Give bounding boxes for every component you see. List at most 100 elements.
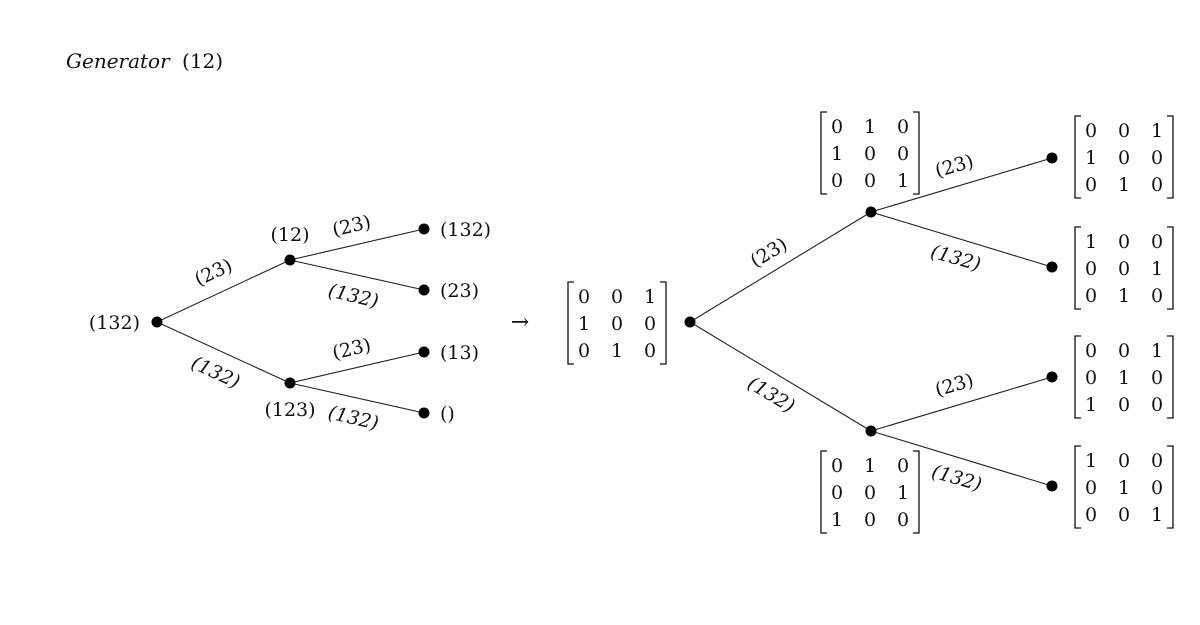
left-edge-label-root-upper: (23) — [191, 254, 236, 290]
matrix-cell: 1 — [1118, 285, 1130, 307]
matrix-cell: 0 — [611, 286, 623, 308]
matrix-cell: 1 — [1118, 477, 1130, 499]
matrix-cell: 0 — [1085, 340, 1097, 362]
left-edge-label-upper-bottom: (132) — [326, 280, 381, 313]
matrix-cell: 0 — [1118, 231, 1130, 253]
matrix-cell: 0 — [644, 313, 656, 335]
header-word: Generator — [66, 49, 171, 73]
left-edge-lower-top — [289, 351, 425, 384]
left-edge-upper-bottom — [289, 259, 425, 291]
right-edge-lower-bottom — [870, 430, 1053, 487]
right-leaf-1 — [1046, 152, 1058, 164]
matrix-cell: 0 — [831, 482, 843, 504]
matrix-cell: 0 — [1118, 147, 1130, 169]
left-tree: (132) (12) (123) (132) (23) (13) () (23)… — [89, 211, 491, 435]
matrix-cell: 0 — [1118, 504, 1130, 526]
matrix-left-bracket — [1074, 445, 1081, 529]
matrix-cell: 0 — [1151, 174, 1163, 196]
right-leaf-3 — [1046, 371, 1058, 383]
left-edge-root-lower — [156, 321, 291, 384]
matrix-cell: 1 — [1118, 174, 1130, 196]
matrix-cell: 0 — [1085, 174, 1097, 196]
left-leaf-2 — [418, 284, 430, 296]
matrix-cell: 0 — [1151, 394, 1163, 416]
matrix-cell: 0 — [1118, 258, 1130, 280]
matrix-cell: 1 — [1118, 367, 1130, 389]
right-edge-label-upper-top: (23) — [933, 150, 977, 182]
matrix-cell: 0 — [1085, 285, 1097, 307]
left-edge-lower-bottom — [289, 382, 425, 414]
matrix-cell: 0 — [1118, 340, 1130, 362]
matrix-right-bracket — [1167, 335, 1174, 419]
header-title: Generator (12) — [66, 49, 223, 73]
left-root-label: (132) — [89, 312, 140, 334]
matrix-cell: 1 — [611, 340, 623, 362]
left-leaf-1 — [418, 223, 430, 235]
matrix-right-bracket — [1167, 115, 1174, 199]
matrix-cell: 0 — [831, 116, 843, 138]
right-node-lower — [865, 425, 877, 437]
matrix-cell: 0 — [1085, 120, 1097, 142]
matrix-left-bracket — [820, 450, 827, 534]
matrix-cell: 0 — [1118, 450, 1130, 472]
matrix-cell: 1 — [1085, 450, 1097, 472]
matrix-cell: 1 — [1085, 394, 1097, 416]
matrix-cell: 1 — [1151, 258, 1163, 280]
right-edge-label-root-upper: (23) — [747, 233, 792, 272]
matrix-cell: 1 — [864, 116, 876, 138]
matrix-cell: 0 — [578, 286, 590, 308]
left-upper-label: (12) — [270, 224, 309, 246]
matrix-cell: 1 — [1085, 231, 1097, 253]
matrix-cell: 0 — [1151, 477, 1163, 499]
left-edge-root-upper — [156, 259, 291, 323]
right-node-upper — [865, 206, 877, 218]
matrix-cell: 0 — [897, 116, 909, 138]
matrix-cell: 0 — [1151, 147, 1163, 169]
right-leaf-2 — [1046, 261, 1058, 273]
matrix-cell: 0 — [1085, 258, 1097, 280]
left-leaf-3 — [418, 346, 430, 358]
matrix-right-bracket — [913, 111, 920, 195]
matrix-right-bracket — [1167, 226, 1174, 310]
left-leaf-label-1: (132) — [440, 219, 491, 241]
header-value: (12) — [182, 49, 223, 73]
matrix-cell: 0 — [864, 509, 876, 531]
matrix-cell: 1 — [831, 143, 843, 165]
left-leaf-4 — [418, 407, 430, 419]
right-edge-upper-bottom — [870, 211, 1053, 268]
matrix-left-bracket — [1074, 115, 1081, 199]
matrix-cell: 0 — [831, 170, 843, 192]
matrix-cell: 0 — [1151, 367, 1163, 389]
matrix-cell: 0 — [897, 509, 909, 531]
matrix-cell: 0 — [578, 340, 590, 362]
matrix-right-bracket — [660, 281, 667, 365]
matrix-left-bracket — [1074, 335, 1081, 419]
matrix-cell: 1 — [864, 455, 876, 477]
matrix-cell: 1 — [578, 313, 590, 335]
transform-arrow: → — [511, 310, 529, 335]
matrix-cell: 1 — [1085, 147, 1097, 169]
left-leaf-label-4: () — [440, 403, 455, 425]
matrix-cell: 0 — [611, 313, 623, 335]
matrix-cell: 0 — [897, 455, 909, 477]
matrix-cell: 0 — [1118, 394, 1130, 416]
matrix-cell: 1 — [897, 482, 909, 504]
matrix-cell: 0 — [864, 143, 876, 165]
matrix-cell: 1 — [831, 509, 843, 531]
right-edge-label-lower-bottom: (132) — [929, 461, 984, 496]
matrix-cell: 0 — [1085, 477, 1097, 499]
matrix-cell: 1 — [897, 170, 909, 192]
right-edge-label-lower-top: (23) — [933, 369, 977, 401]
matrix-left-bracket — [1074, 226, 1081, 310]
right-leaf-4 — [1046, 480, 1058, 492]
matrix-right-bracket — [1167, 445, 1174, 529]
matrix-cell: 1 — [1151, 340, 1163, 362]
matrix-cell: 0 — [644, 340, 656, 362]
